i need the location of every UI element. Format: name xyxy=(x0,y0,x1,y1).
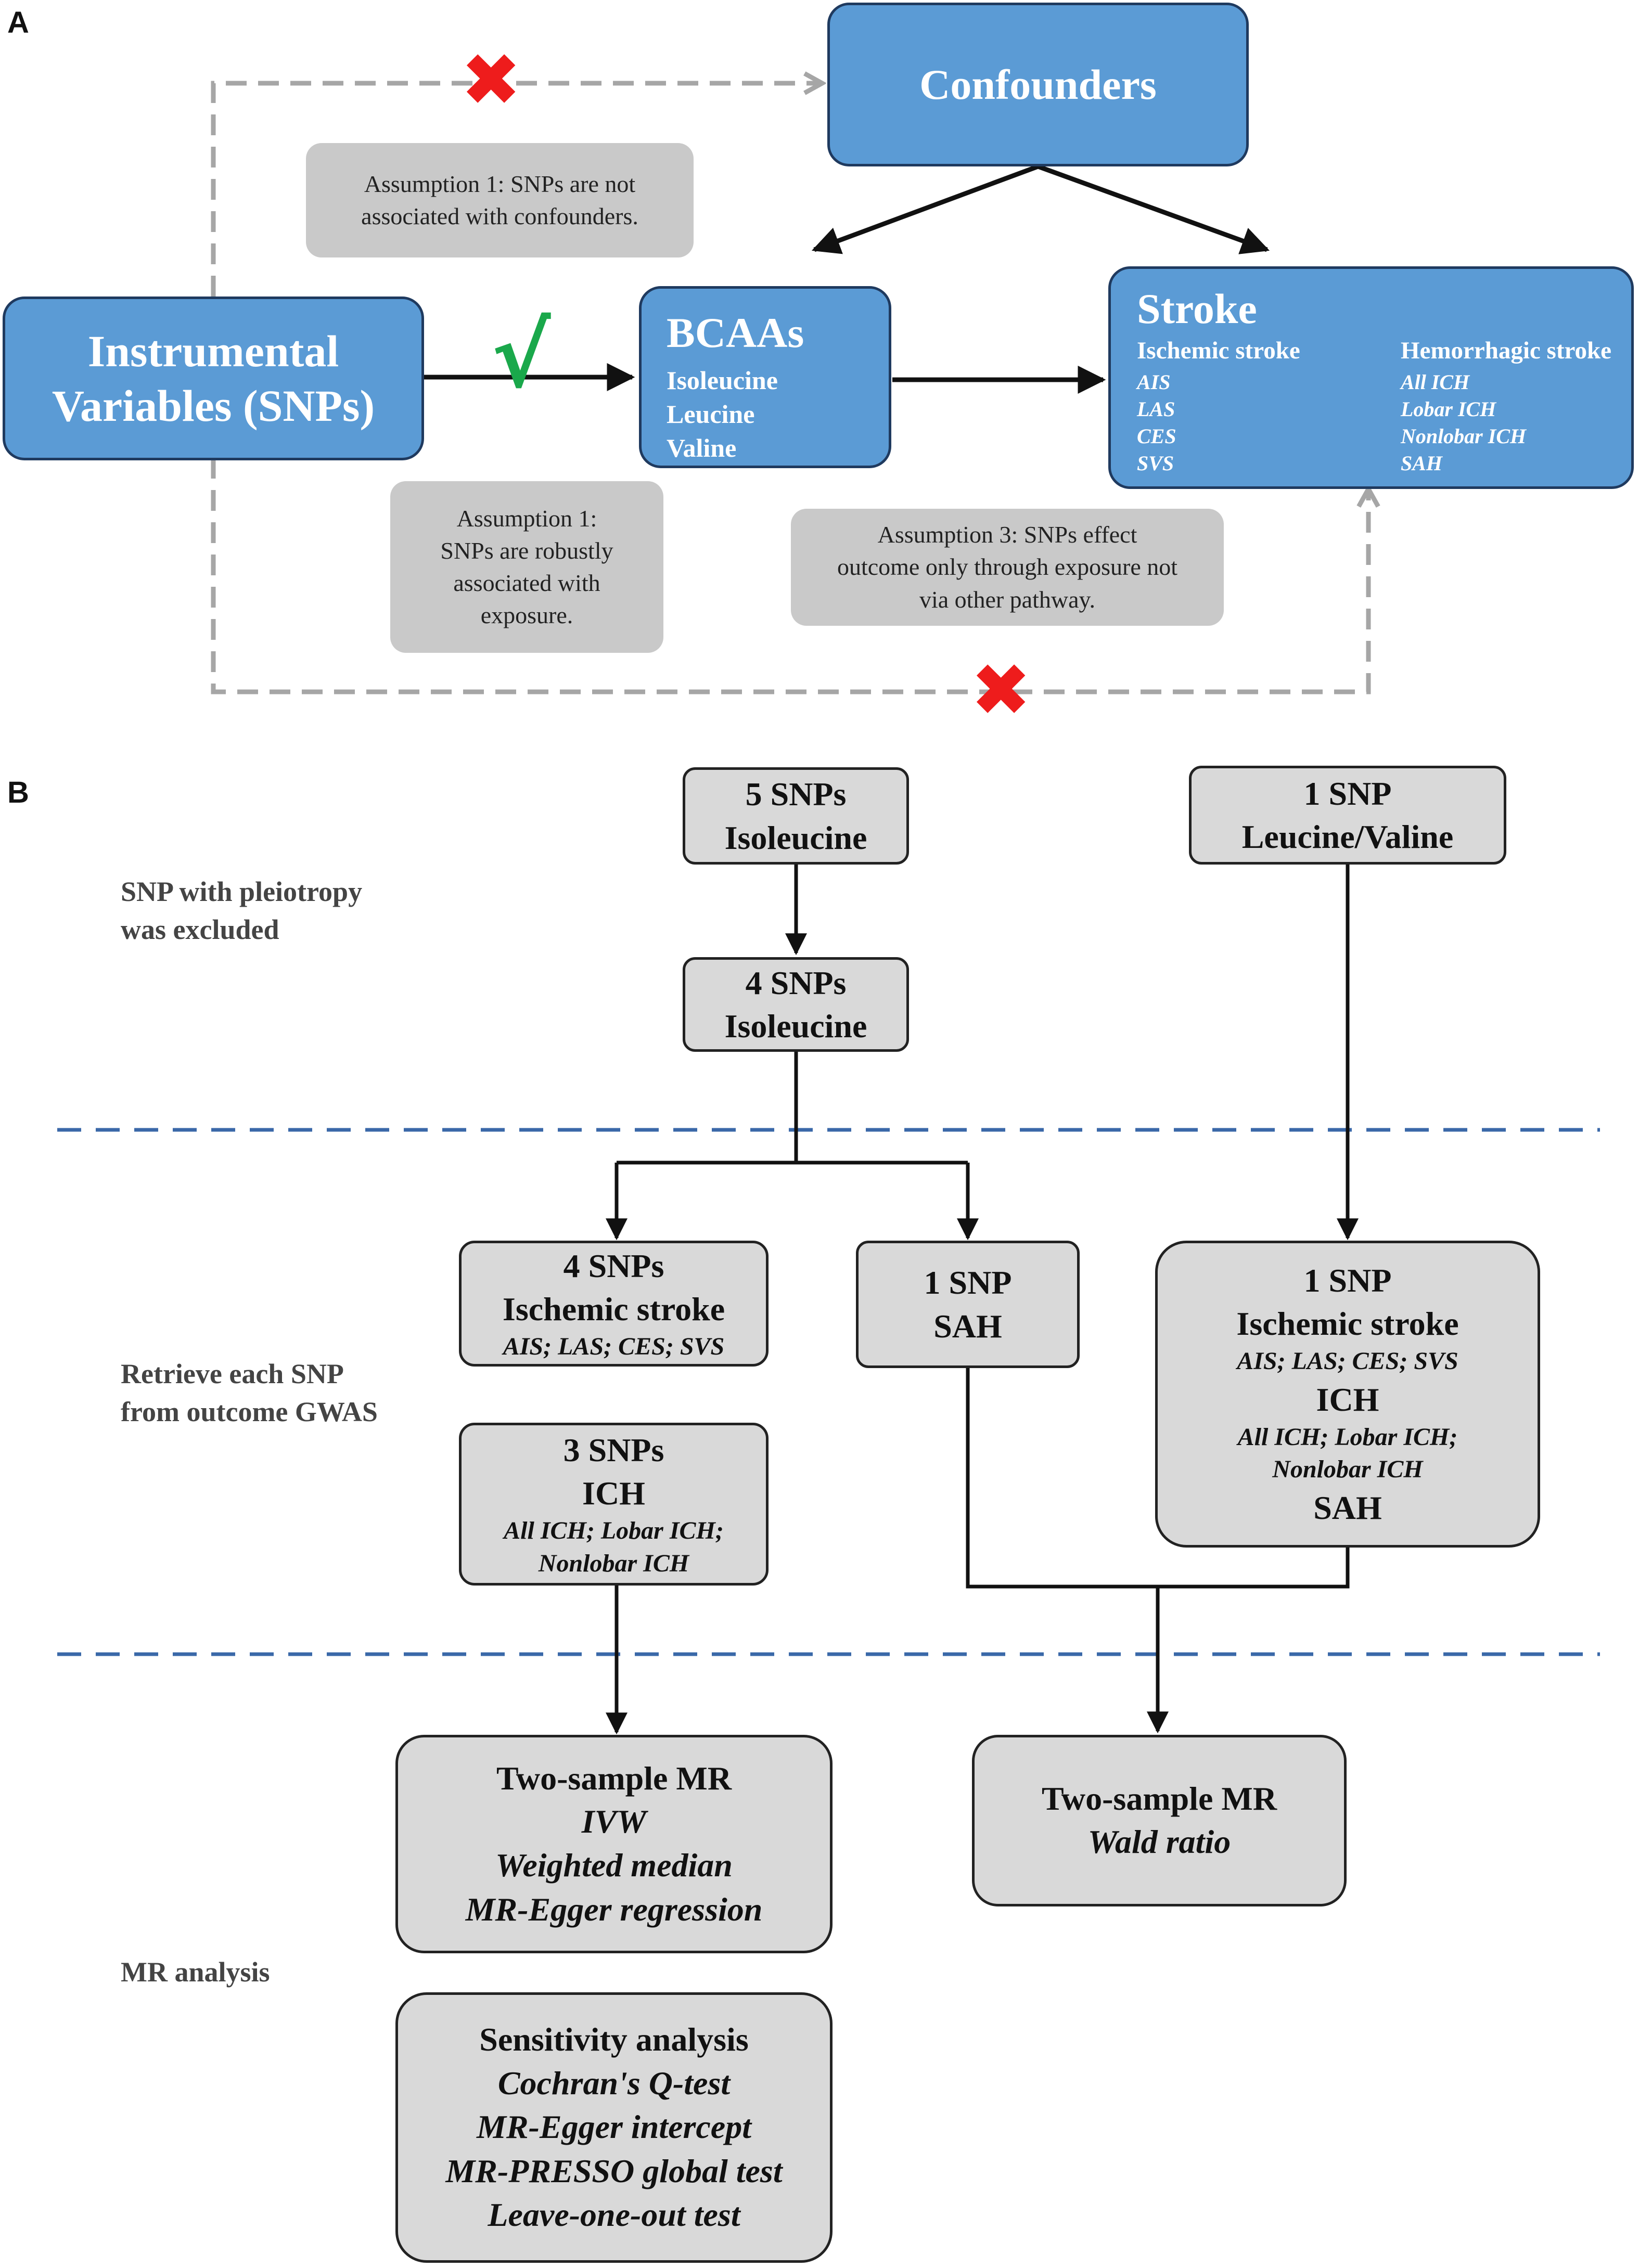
ischemic-item: AIS xyxy=(1137,370,1171,394)
box-line: 1 SNP xyxy=(924,1264,1012,1301)
box-line: Ischemic stroke xyxy=(1236,1305,1459,1343)
box-line: 1 SNP xyxy=(1303,1262,1392,1299)
box-line: Isoleucine xyxy=(724,819,867,856)
arrow-confounders-to-stroke xyxy=(1037,164,1270,254)
box-line: 1 SNP xyxy=(1303,775,1392,812)
mr-analysis-stage-label: MR analysis xyxy=(121,1956,270,1988)
box-line: ICH xyxy=(1316,1381,1379,1418)
ischemic-4snps-box: 4 SNPs Ischemic stroke AIS; LAS; CES; SV… xyxy=(459,1241,769,1367)
method-item: MR-PRESSO global test xyxy=(445,2152,783,2189)
stroke-subtype-columns: Ischemic stroke AIS LAS CES SVS Hemorrha… xyxy=(1137,337,1611,477)
wald-ratio-box: Two-sample MR Wald ratio xyxy=(972,1735,1347,1906)
box-line: Isoleucine xyxy=(724,1008,867,1045)
pleiotropy-stage-label: SNP with pleiotropy was excluded xyxy=(121,873,362,949)
mr-methods-box: Two-sample MR IVW Weighted median MR-Egg… xyxy=(395,1735,833,1953)
side-line: was excluded xyxy=(121,913,279,945)
right-1snp-outcomes-box: 1 SNP Ischemic stroke AIS; LAS; CES; SVS… xyxy=(1155,1241,1540,1548)
note-line: Assumption 1: xyxy=(456,505,597,532)
hemorrhagic-item: SAH xyxy=(1400,452,1442,475)
bcaas-valine: Valine xyxy=(667,433,737,463)
line-4snps-split xyxy=(617,1051,968,1165)
hemorrhagic-item: Nonlobar ICH xyxy=(1400,424,1527,448)
bcaas-isoleucine: Isoleucine xyxy=(667,366,778,395)
note-line: associated with xyxy=(453,570,600,596)
cross-mark-icon: ✖ xyxy=(460,38,522,123)
hemorrhagic-column: Hemorrhagic stroke All ICH Lobar ICH Non… xyxy=(1401,337,1611,477)
side-line: from outcome GWAS xyxy=(121,1396,378,1427)
assumption-pathway-note: Assumption 3: SNPs effect outcome only t… xyxy=(791,509,1224,626)
box-line: SAH xyxy=(933,1307,1002,1345)
method-item: Wald ratio xyxy=(1087,1823,1231,1861)
box-line: Two-sample MR xyxy=(496,1759,732,1797)
stroke-box: Stroke Ischemic stroke AIS LAS CES SVS H… xyxy=(1108,266,1634,489)
box-line: 4 SNPs xyxy=(563,1247,664,1284)
confounders-label: Confounders xyxy=(919,60,1157,108)
note-line: associated with confounders. xyxy=(361,203,638,229)
ischemic-item: LAS xyxy=(1137,397,1175,421)
note-line: Assumption 3: SNPs effect xyxy=(877,521,1137,548)
box-line: 4 SNPs xyxy=(745,964,847,1001)
ich-3snps-box: 3 SNPs ICH All ICH; Lobar ICH; Nonlobar … xyxy=(459,1423,769,1586)
ischemic-stroke-heading: Ischemic stroke xyxy=(1137,337,1300,365)
dashed-path-to-confounders xyxy=(211,83,822,297)
hemorrhagic-item: Lobar ICH xyxy=(1400,397,1496,421)
sah-1snp-box: 1 SNP SAH xyxy=(856,1241,1080,1368)
check-mark-icon: √ xyxy=(492,305,551,408)
method-item: Cochran's Q-test xyxy=(497,2064,731,2102)
hemorrhagic-stroke-heading: Hemorrhagic stroke xyxy=(1400,337,1611,365)
box-subline: AIS; LAS; CES; SVS xyxy=(1237,1347,1458,1375)
note-line: SNPs are robustly xyxy=(440,537,613,564)
panel-label-b: B xyxy=(7,776,29,809)
side-line: SNP with pleiotropy xyxy=(121,876,363,907)
note-line: via other pathway. xyxy=(919,586,1096,613)
note-line: exposure. xyxy=(480,602,573,629)
instrumental-line-2: Variables (SNPs) xyxy=(52,380,375,431)
method-item: Leave-one-out test xyxy=(488,2196,740,2234)
snp5-isoleucine-box: 5 SNPs Isoleucine xyxy=(683,767,909,865)
arrow-confounders-to-bcaas xyxy=(811,164,1039,254)
cross-mark-icon: ✖ xyxy=(970,648,1032,733)
retrieve-stage-label: Retrieve each SNP from outcome GWAS xyxy=(121,1355,378,1431)
box-line: ICH xyxy=(582,1475,645,1512)
method-item: MR-Egger intercept xyxy=(477,2108,751,2146)
box-line: Sensitivity analysis xyxy=(479,2021,749,2058)
instrumental-line-1: Instrumental xyxy=(87,326,339,376)
method-item: Weighted median xyxy=(495,1847,733,1884)
instrumental-variables-box: Instrumental Variables (SNPs) xyxy=(3,297,424,460)
box-line: 5 SNPs xyxy=(745,776,847,813)
bcaas-box: BCAAs Isoleucine Leucine Valine xyxy=(639,286,891,468)
stroke-title: Stroke xyxy=(1137,285,1257,332)
bcaas-leucine: Leucine xyxy=(667,400,755,429)
assumption-exposure-note: Assumption 1: SNPs are robustly associat… xyxy=(390,481,663,653)
snp4-isoleucine-box: 4 SNPs Isoleucine xyxy=(683,957,909,1052)
snp1-leucine-valine-box: 1 SNP Leucine/Valine xyxy=(1189,766,1506,865)
ischemic-item: SVS xyxy=(1137,452,1174,475)
panel-label-a: A xyxy=(7,6,29,40)
box-subline: Nonlobar ICH xyxy=(538,1549,689,1577)
confounders-box: Confounders xyxy=(827,3,1249,166)
box-line: 3 SNPs xyxy=(563,1431,664,1468)
sensitivity-analysis-box: Sensitivity analysis Cochran's Q-test MR… xyxy=(395,1992,833,2263)
box-subline: AIS; LAS; CES; SVS xyxy=(503,1332,725,1360)
bcaas-title: BCAAs xyxy=(667,309,804,356)
note-line: Assumption 1: SNPs are not xyxy=(364,170,636,197)
box-subline: All ICH; Lobar ICH; xyxy=(504,1517,724,1545)
note-line: outcome only through exposure not xyxy=(837,553,1178,581)
box-line: SAH xyxy=(1313,1489,1382,1526)
box-line: Two-sample MR xyxy=(1041,1780,1277,1818)
hemorrhagic-item: All ICH xyxy=(1400,370,1470,394)
method-item: MR-Egger regression xyxy=(465,1890,763,1928)
assumption-confounders-note: Assumption 1: SNPs are not associated wi… xyxy=(306,143,694,257)
box-subline: Nonlobar ICH xyxy=(1272,1455,1423,1484)
method-item: IVW xyxy=(581,1802,647,1840)
box-line: Ischemic stroke xyxy=(502,1290,725,1328)
ischemic-column: Ischemic stroke AIS LAS CES SVS xyxy=(1137,337,1300,477)
box-subline: All ICH; Lobar ICH; xyxy=(1237,1423,1458,1451)
side-line: Retrieve each SNP xyxy=(121,1358,344,1389)
box-line: Leucine/Valine xyxy=(1241,818,1454,855)
ischemic-item: CES xyxy=(1137,424,1176,448)
dashed-path-to-stroke xyxy=(211,458,1368,694)
